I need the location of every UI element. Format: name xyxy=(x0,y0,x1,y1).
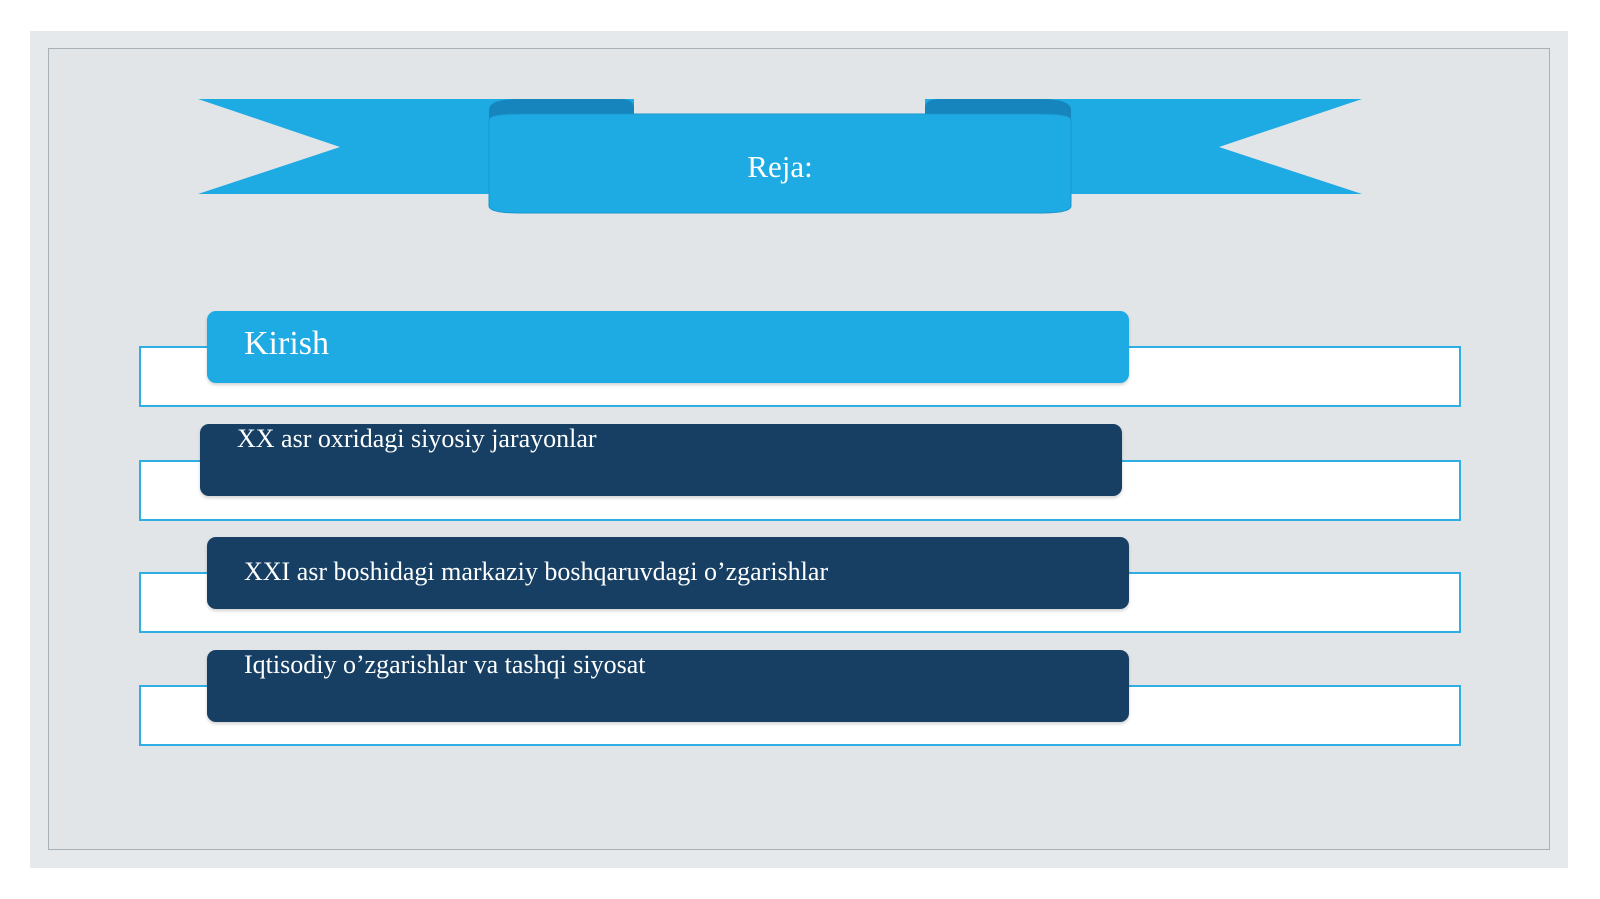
agenda-item-label: XXI asr boshidagi markaziy boshqaruvdagi… xyxy=(244,557,829,586)
ribbon-center xyxy=(488,113,1072,214)
agenda-item-2: XX asr oxridagi siyosiy jarayonlar xyxy=(200,424,1122,496)
slide-title: Reja: xyxy=(747,149,813,184)
agenda-item-label: XX asr oxridagi siyosiy jarayonlar xyxy=(237,424,597,453)
agenda-item-3: XXI asr boshidagi markaziy boshqaruvdagi… xyxy=(207,537,1129,609)
agenda-item-label: Kirish xyxy=(244,325,329,362)
agenda-item-label: Iqtisodiy o’zgarishlar va tashqi siyosat xyxy=(244,650,646,679)
agenda-item-4: Iqtisodiy o’zgarishlar va tashqi siyosat xyxy=(207,650,1129,722)
agenda-item-1: Kirish xyxy=(207,311,1129,383)
